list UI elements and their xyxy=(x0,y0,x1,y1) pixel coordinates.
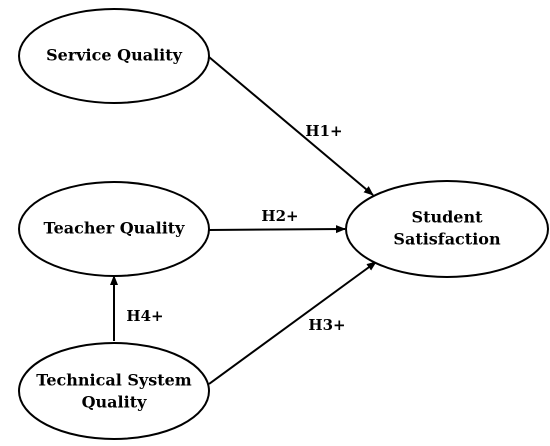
edge-h2-label: H2+ xyxy=(261,207,298,225)
node-student-satisfaction-label-line1: Student xyxy=(412,208,484,227)
node-technical-system-quality-label-line1: Technical System xyxy=(36,371,192,390)
edge-h3-arrow xyxy=(208,261,377,385)
node-service-quality: Service Quality xyxy=(18,8,210,104)
edge-h3-label: H3+ xyxy=(308,316,345,334)
edge-h2-arrow xyxy=(208,225,346,234)
node-student-satisfaction: Student Satisfaction xyxy=(345,180,549,278)
node-service-quality-label: Service Quality xyxy=(46,46,183,65)
node-teacher-quality-label: Teacher Quality xyxy=(44,219,186,238)
edge-h1-arrow xyxy=(208,56,374,196)
node-technical-system-quality-label-line2: Quality xyxy=(82,393,147,412)
edge-h4-label: H4+ xyxy=(126,307,163,325)
node-teacher-quality: Teacher Quality xyxy=(18,181,210,277)
node-student-satisfaction-label-line2: Satisfaction xyxy=(393,230,501,249)
edge-h1-label: H1+ xyxy=(305,122,342,140)
node-technical-system-quality: Technical System Quality xyxy=(18,342,210,440)
